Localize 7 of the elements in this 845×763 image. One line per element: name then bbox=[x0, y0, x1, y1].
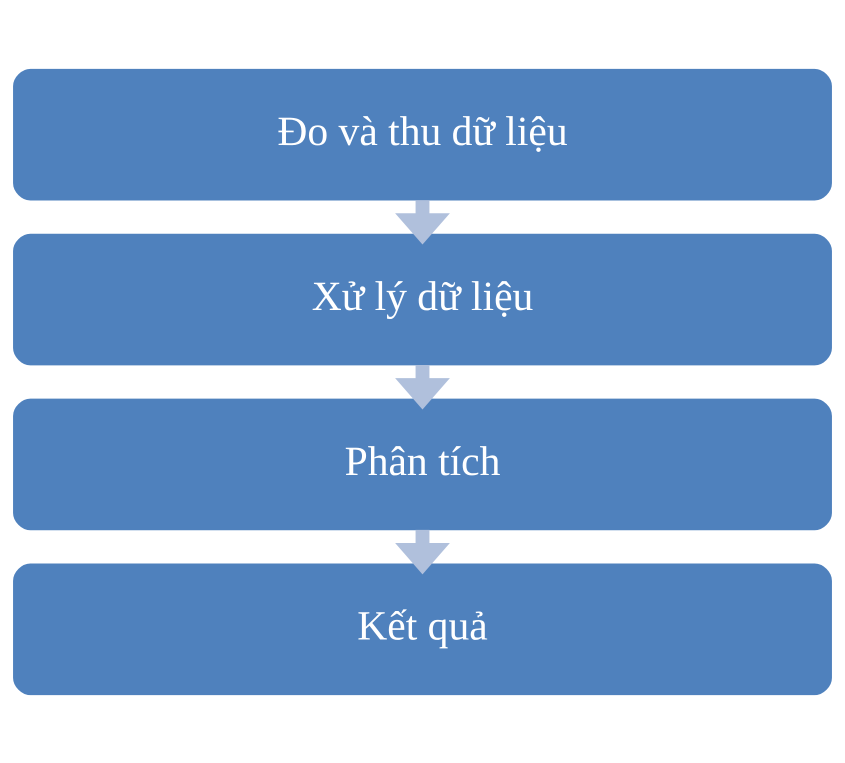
arrow bbox=[395, 529, 450, 574]
arrow bbox=[395, 364, 450, 409]
arrow bbox=[395, 200, 450, 244]
node-box: Đo và thu dữ liệu bbox=[13, 68, 832, 200]
node-box: Kết quả bbox=[13, 563, 832, 695]
node-box: Xử lý dữ liệu bbox=[13, 233, 832, 365]
node-box: Phân tích bbox=[13, 398, 832, 530]
